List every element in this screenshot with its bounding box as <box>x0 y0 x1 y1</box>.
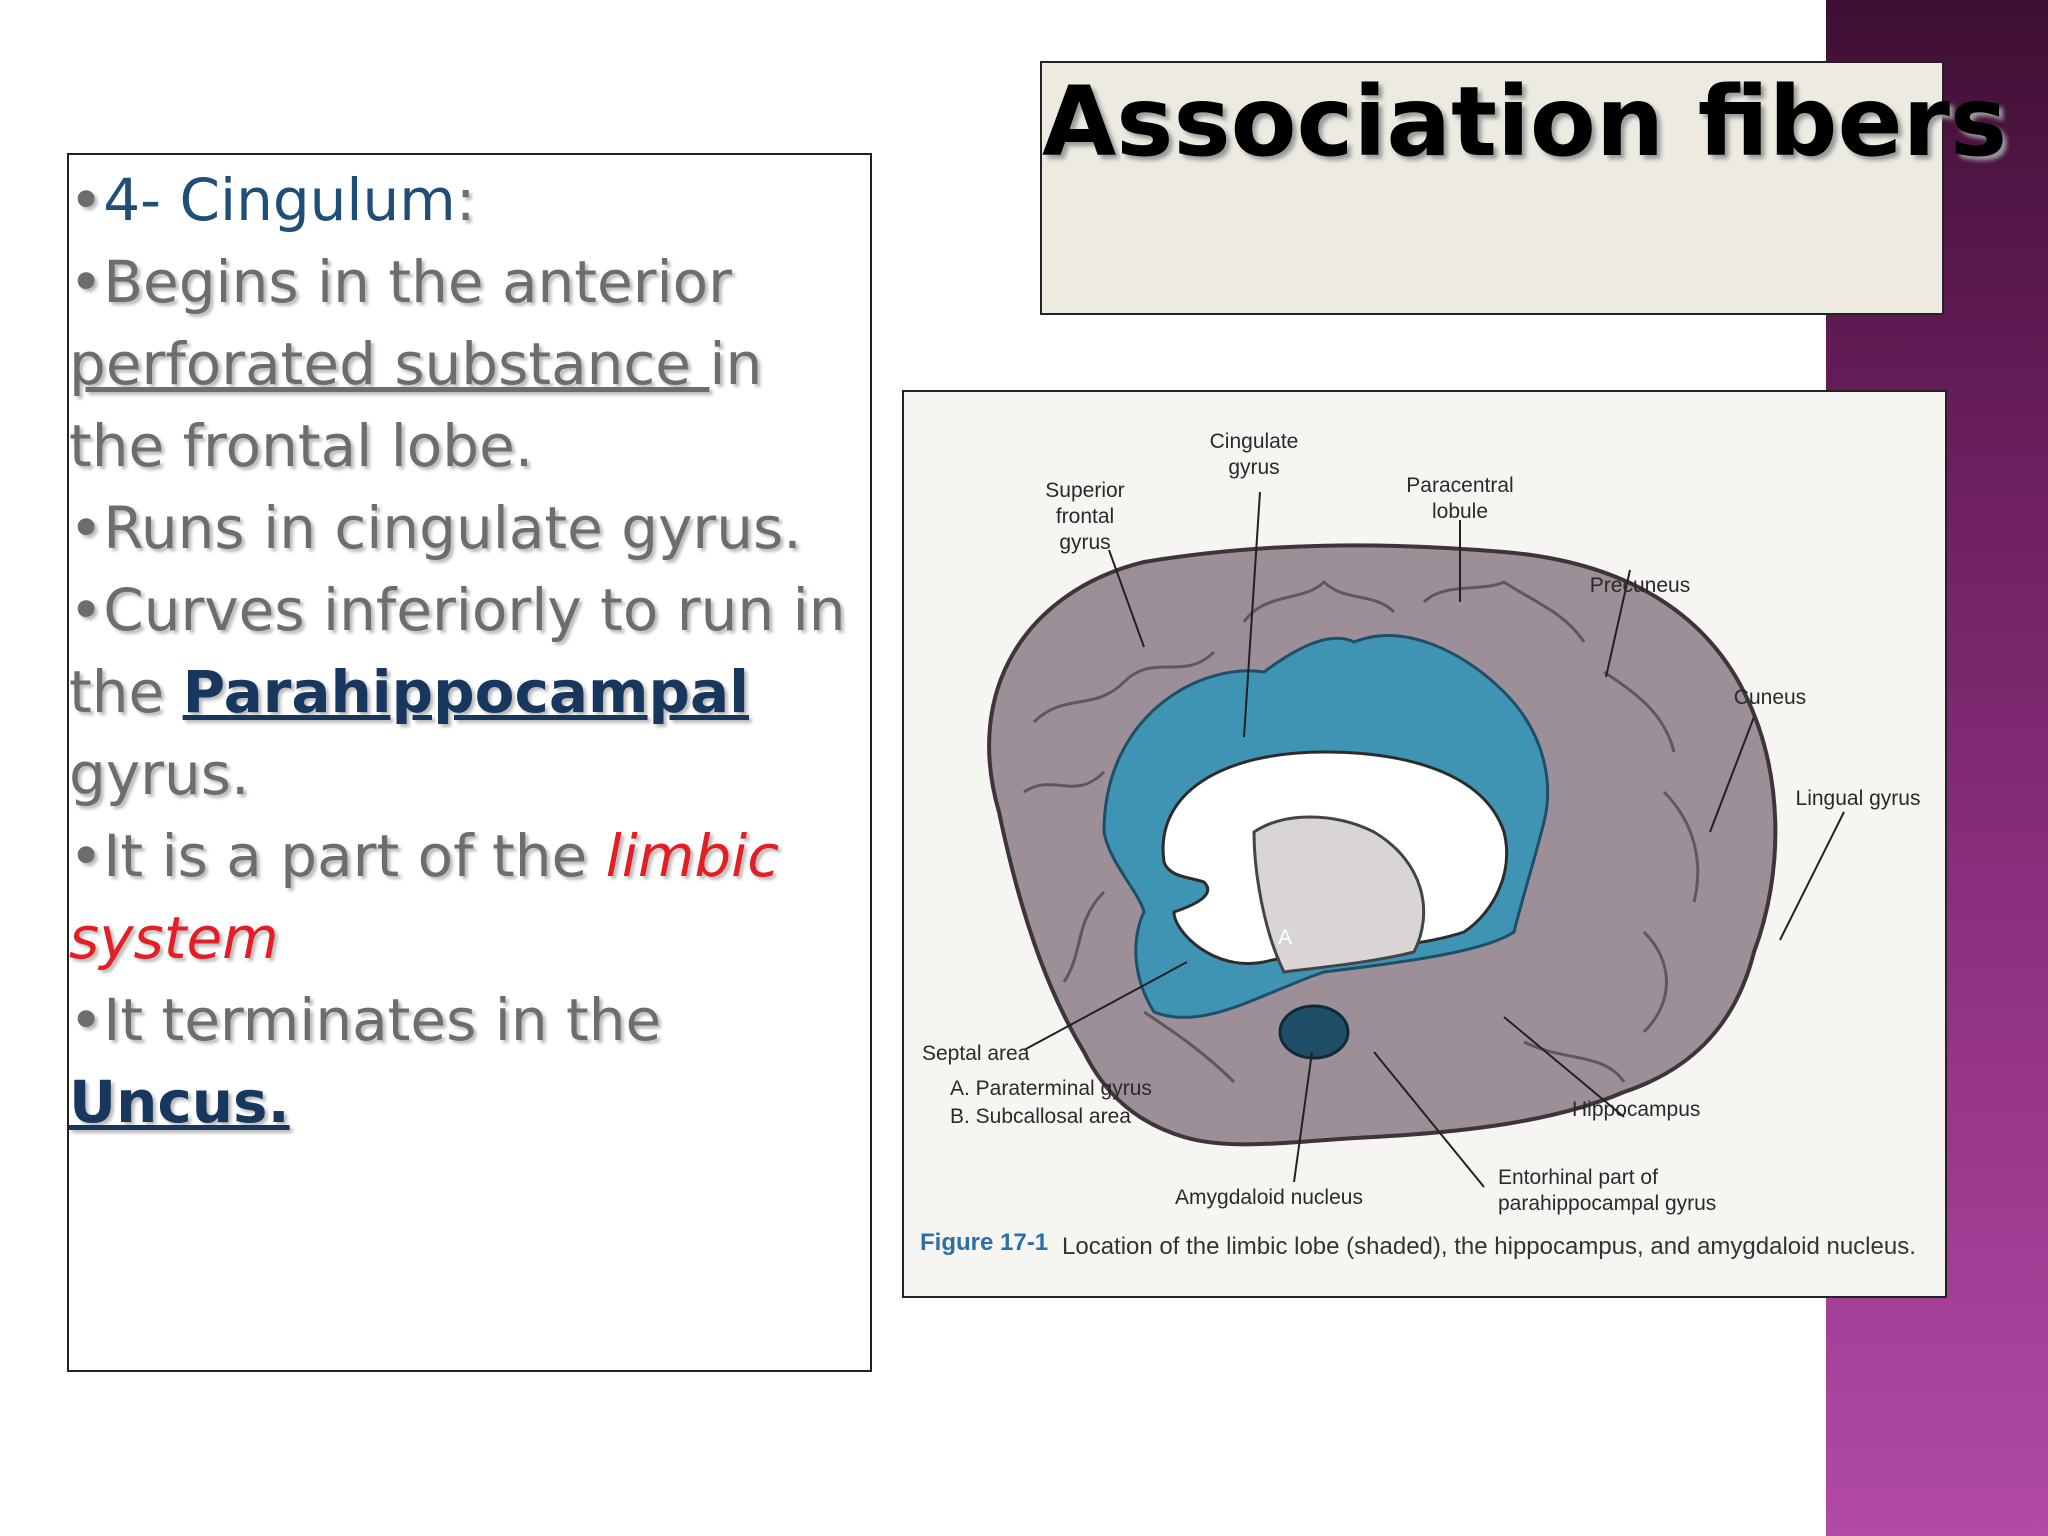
label-septal: Septal area <box>922 1042 1030 1065</box>
bullet-text: It terminates in the <box>103 986 662 1054</box>
label-lingual: Lingual gyrus <box>1796 787 1921 810</box>
uncus-link[interactable]: Uncus. <box>69 1068 290 1136</box>
bullet-text: Curves inferiorly to run in the <box>69 576 846 726</box>
bullet-text: gyrus. <box>69 740 250 808</box>
label-amygdaloid: Amygdaloid nucleus <box>1175 1186 1363 1209</box>
bullet-heading: 4- Cingulum <box>103 166 456 234</box>
bullet-runs: •Runs in cingulate gyrus. <box>69 494 802 562</box>
label-subcallosal: B. Subcallosal area <box>950 1105 1131 1128</box>
bullet-text: Runs in cingulate gyrus. <box>103 494 802 562</box>
bullet-terminates: •It terminates in the Uncus. <box>69 986 662 1136</box>
bullet-colon: : <box>455 166 476 234</box>
label-superior-frontal-1: Superior <box>1045 479 1124 502</box>
thalamus-region <box>1252 815 1426 974</box>
bullet-limbic: •It is a part of the limbic system <box>69 822 780 972</box>
bullet-curves: •Curves inferiorly to run in the Parahip… <box>69 576 846 808</box>
bullet-text: in the frontal lobe. <box>69 330 763 480</box>
label-cingulate-2: gyrus <box>1228 456 1279 479</box>
text-box <box>67 153 872 1372</box>
mark-b: B <box>1256 932 1270 955</box>
perforated-substance-link[interactable]: perforated substance <box>69 330 710 398</box>
label-paracentral-1: Paracentral <box>1406 474 1513 497</box>
slide-title: Association fibers <box>1042 66 2008 178</box>
label-cingulate-1: Cingulate <box>1210 430 1299 453</box>
label-hippocampus: Hippocampus <box>1572 1098 1700 1121</box>
bullet-text: Begins in the anterior <box>103 248 732 316</box>
figure-caption: Location of the limbic lobe (shaded), th… <box>1062 1233 1916 1260</box>
bullet-text: It is a part of the <box>103 822 606 890</box>
label-cuneus: Cuneus <box>1734 686 1806 709</box>
parahippocampal-link[interactable]: Parahippocampal <box>182 658 750 726</box>
label-paracentral-2: lobule <box>1432 500 1488 523</box>
mark-a: A <box>1278 926 1292 949</box>
label-superior-frontal-3: gyrus <box>1059 531 1110 554</box>
label-precuneus: Precuneus <box>1590 574 1690 597</box>
label-entorhinal-1: Entorhinal part of <box>1498 1166 1658 1189</box>
limbic-system-emphasis: limbic system <box>69 822 780 972</box>
label-entorhinal-2: parahippocampal gyrus <box>1498 1192 1716 1215</box>
title-box <box>1040 61 1944 315</box>
bullet-cingulum: •4- Cingulum: <box>69 166 476 234</box>
figure-number: Figure 17-1 <box>920 1229 1048 1256</box>
brain-figure: Superior frontal gyrus Cingulate gyrus P… <box>920 430 1921 1260</box>
label-superior-frontal-2: frontal <box>1056 505 1114 528</box>
label-paraterminal: A. Paraterminal gyrus <box>950 1077 1152 1100</box>
amygdaloid-nucleus-shape <box>1278 1004 1350 1060</box>
